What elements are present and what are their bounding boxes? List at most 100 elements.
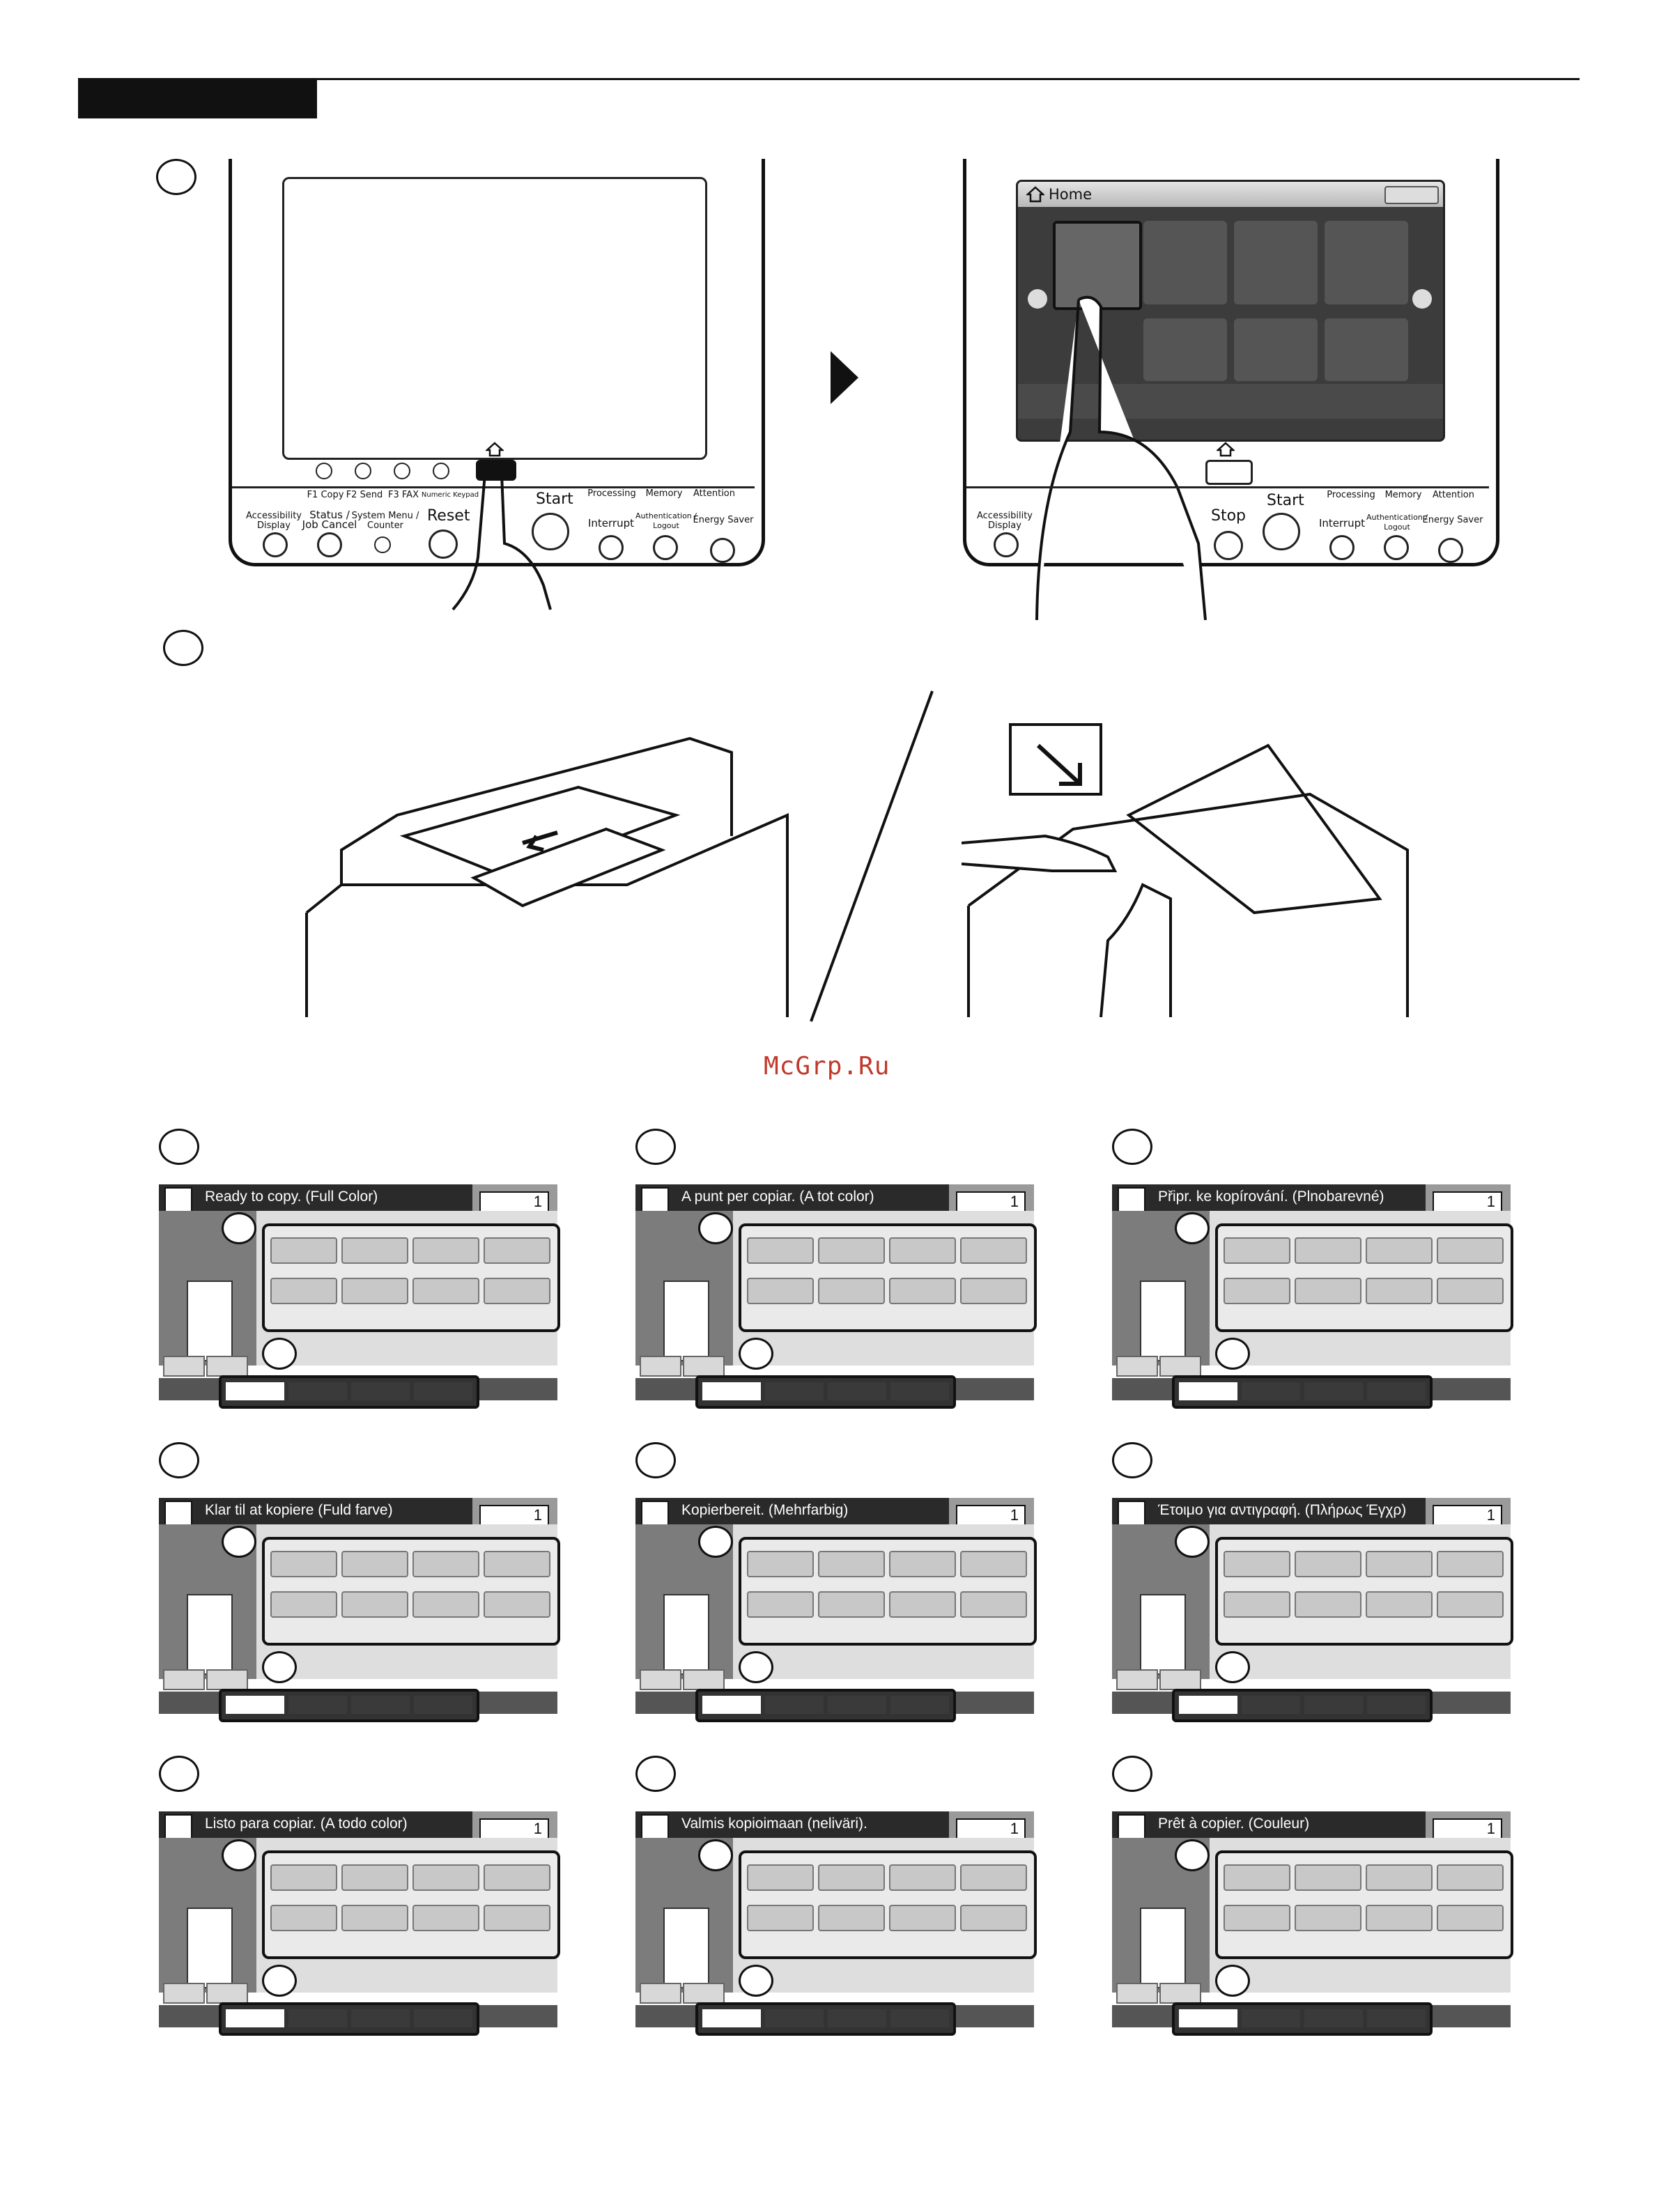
right-soft-button[interactable] [683,1356,725,1377]
interrupt-button[interactable] [1329,535,1355,560]
copy-count[interactable]: 1 [956,1505,1026,1526]
function-key[interactable] [341,1278,408,1304]
function-key[interactable] [818,1278,885,1304]
copy-tab[interactable] [1304,1382,1363,1400]
function-key[interactable] [1295,1551,1361,1577]
function-key[interactable] [341,1551,408,1577]
copy-count[interactable]: 1 [1433,1505,1502,1526]
function-key[interactable] [747,1237,814,1264]
copy-tab[interactable] [828,2009,886,2027]
copy-count[interactable]: 1 [956,1191,1026,1212]
copy-tab[interactable] [1179,2009,1237,2027]
copy-tab[interactable] [288,1382,347,1400]
copy-tab[interactable] [1367,2009,1426,2027]
stop-button[interactable] [1214,531,1243,560]
function-key[interactable] [960,1278,1027,1304]
function-key[interactable] [1366,1905,1433,1931]
copy-count[interactable]: 1 [956,1818,1026,1839]
energy-saver-button[interactable] [710,538,735,563]
mode-key-3[interactable] [394,463,410,479]
function-key[interactable] [889,1237,956,1264]
copy-tab[interactable] [351,1382,410,1400]
function-key[interactable] [747,1551,814,1577]
function-key[interactable] [747,1278,814,1304]
right-soft-button[interactable] [683,1983,725,2004]
mode-key-2[interactable] [355,463,371,479]
function-key[interactable] [484,1237,550,1264]
copy-tab[interactable] [226,1382,284,1400]
function-key[interactable] [1295,1237,1361,1264]
function-key[interactable] [412,1591,479,1618]
copy-tab[interactable] [414,1696,472,1714]
function-key[interactable] [341,1905,408,1931]
copy-tab[interactable] [702,2009,761,2027]
function-key[interactable] [1224,1591,1290,1618]
copy-tab[interactable] [765,1382,824,1400]
function-key[interactable] [747,1905,814,1931]
right-soft-button[interactable] [1159,1669,1201,1690]
function-key[interactable] [412,1237,479,1264]
left-soft-button[interactable] [1116,1669,1158,1690]
copy-count[interactable]: 1 [479,1505,549,1526]
function-key[interactable] [960,1591,1027,1618]
copy-tab[interactable] [1367,1382,1426,1400]
copy-tab[interactable] [702,1696,761,1714]
function-key[interactable] [889,1905,956,1931]
copy-tab[interactable] [1367,1696,1426,1714]
function-key[interactable] [412,1551,479,1577]
function-key[interactable] [270,1278,337,1304]
right-soft-button[interactable] [683,1669,725,1690]
program-tile[interactable] [1234,318,1318,381]
function-key[interactable] [889,1591,956,1618]
touch-panel-off[interactable] [282,177,707,460]
copy-tab[interactable] [828,1696,886,1714]
copy-tab[interactable] [890,1382,949,1400]
function-key[interactable] [1295,1905,1361,1931]
document-box-tile[interactable] [1325,221,1408,304]
function-key[interactable] [270,1864,337,1891]
function-key[interactable] [889,1278,956,1304]
copy-tab[interactable] [765,1696,824,1714]
function-key[interactable] [270,1591,337,1618]
status-job-cancel-button[interactable] [317,532,342,557]
function-key[interactable] [1366,1237,1433,1264]
start-button[interactable] [532,513,569,550]
home-header-button[interactable] [1384,186,1439,204]
scroll-right-icon[interactable] [1412,289,1432,309]
copy-tab[interactable] [765,2009,824,2027]
function-key[interactable] [1295,1278,1361,1304]
function-key[interactable] [412,1905,479,1931]
function-key[interactable] [818,1237,885,1264]
function-key[interactable] [1437,1551,1504,1577]
function-key[interactable] [1437,1591,1504,1618]
function-key[interactable] [270,1905,337,1931]
mode-key-4[interactable] [433,463,449,479]
authentication-logout-button[interactable] [1384,535,1409,560]
energy-saver-button[interactable] [1438,538,1463,563]
function-key[interactable] [1366,1551,1433,1577]
function-key[interactable] [1366,1278,1433,1304]
left-soft-button[interactable] [640,1356,681,1377]
function-key[interactable] [1295,1591,1361,1618]
function-key[interactable] [341,1864,408,1891]
left-soft-button[interactable] [640,1669,681,1690]
function-key[interactable] [1437,1237,1504,1264]
copy-tab[interactable] [1304,1696,1363,1714]
function-key[interactable] [960,1237,1027,1264]
function-key[interactable] [1224,1864,1290,1891]
function-key[interactable] [1224,1278,1290,1304]
right-soft-button[interactable] [206,1983,248,2004]
function-key[interactable] [818,1905,885,1931]
function-key[interactable] [1224,1237,1290,1264]
copy-tab[interactable] [1304,2009,1363,2027]
function-key[interactable] [1366,1591,1433,1618]
copy-tab[interactable] [414,1382,472,1400]
function-key[interactable] [1224,1551,1290,1577]
function-key[interactable] [1366,1864,1433,1891]
function-key[interactable] [1437,1905,1504,1931]
copy-tab[interactable] [351,1696,410,1714]
left-soft-button[interactable] [163,1356,205,1377]
left-soft-button[interactable] [163,1669,205,1690]
left-soft-button[interactable] [1116,1983,1158,2004]
copy-tab[interactable] [1242,1382,1300,1400]
